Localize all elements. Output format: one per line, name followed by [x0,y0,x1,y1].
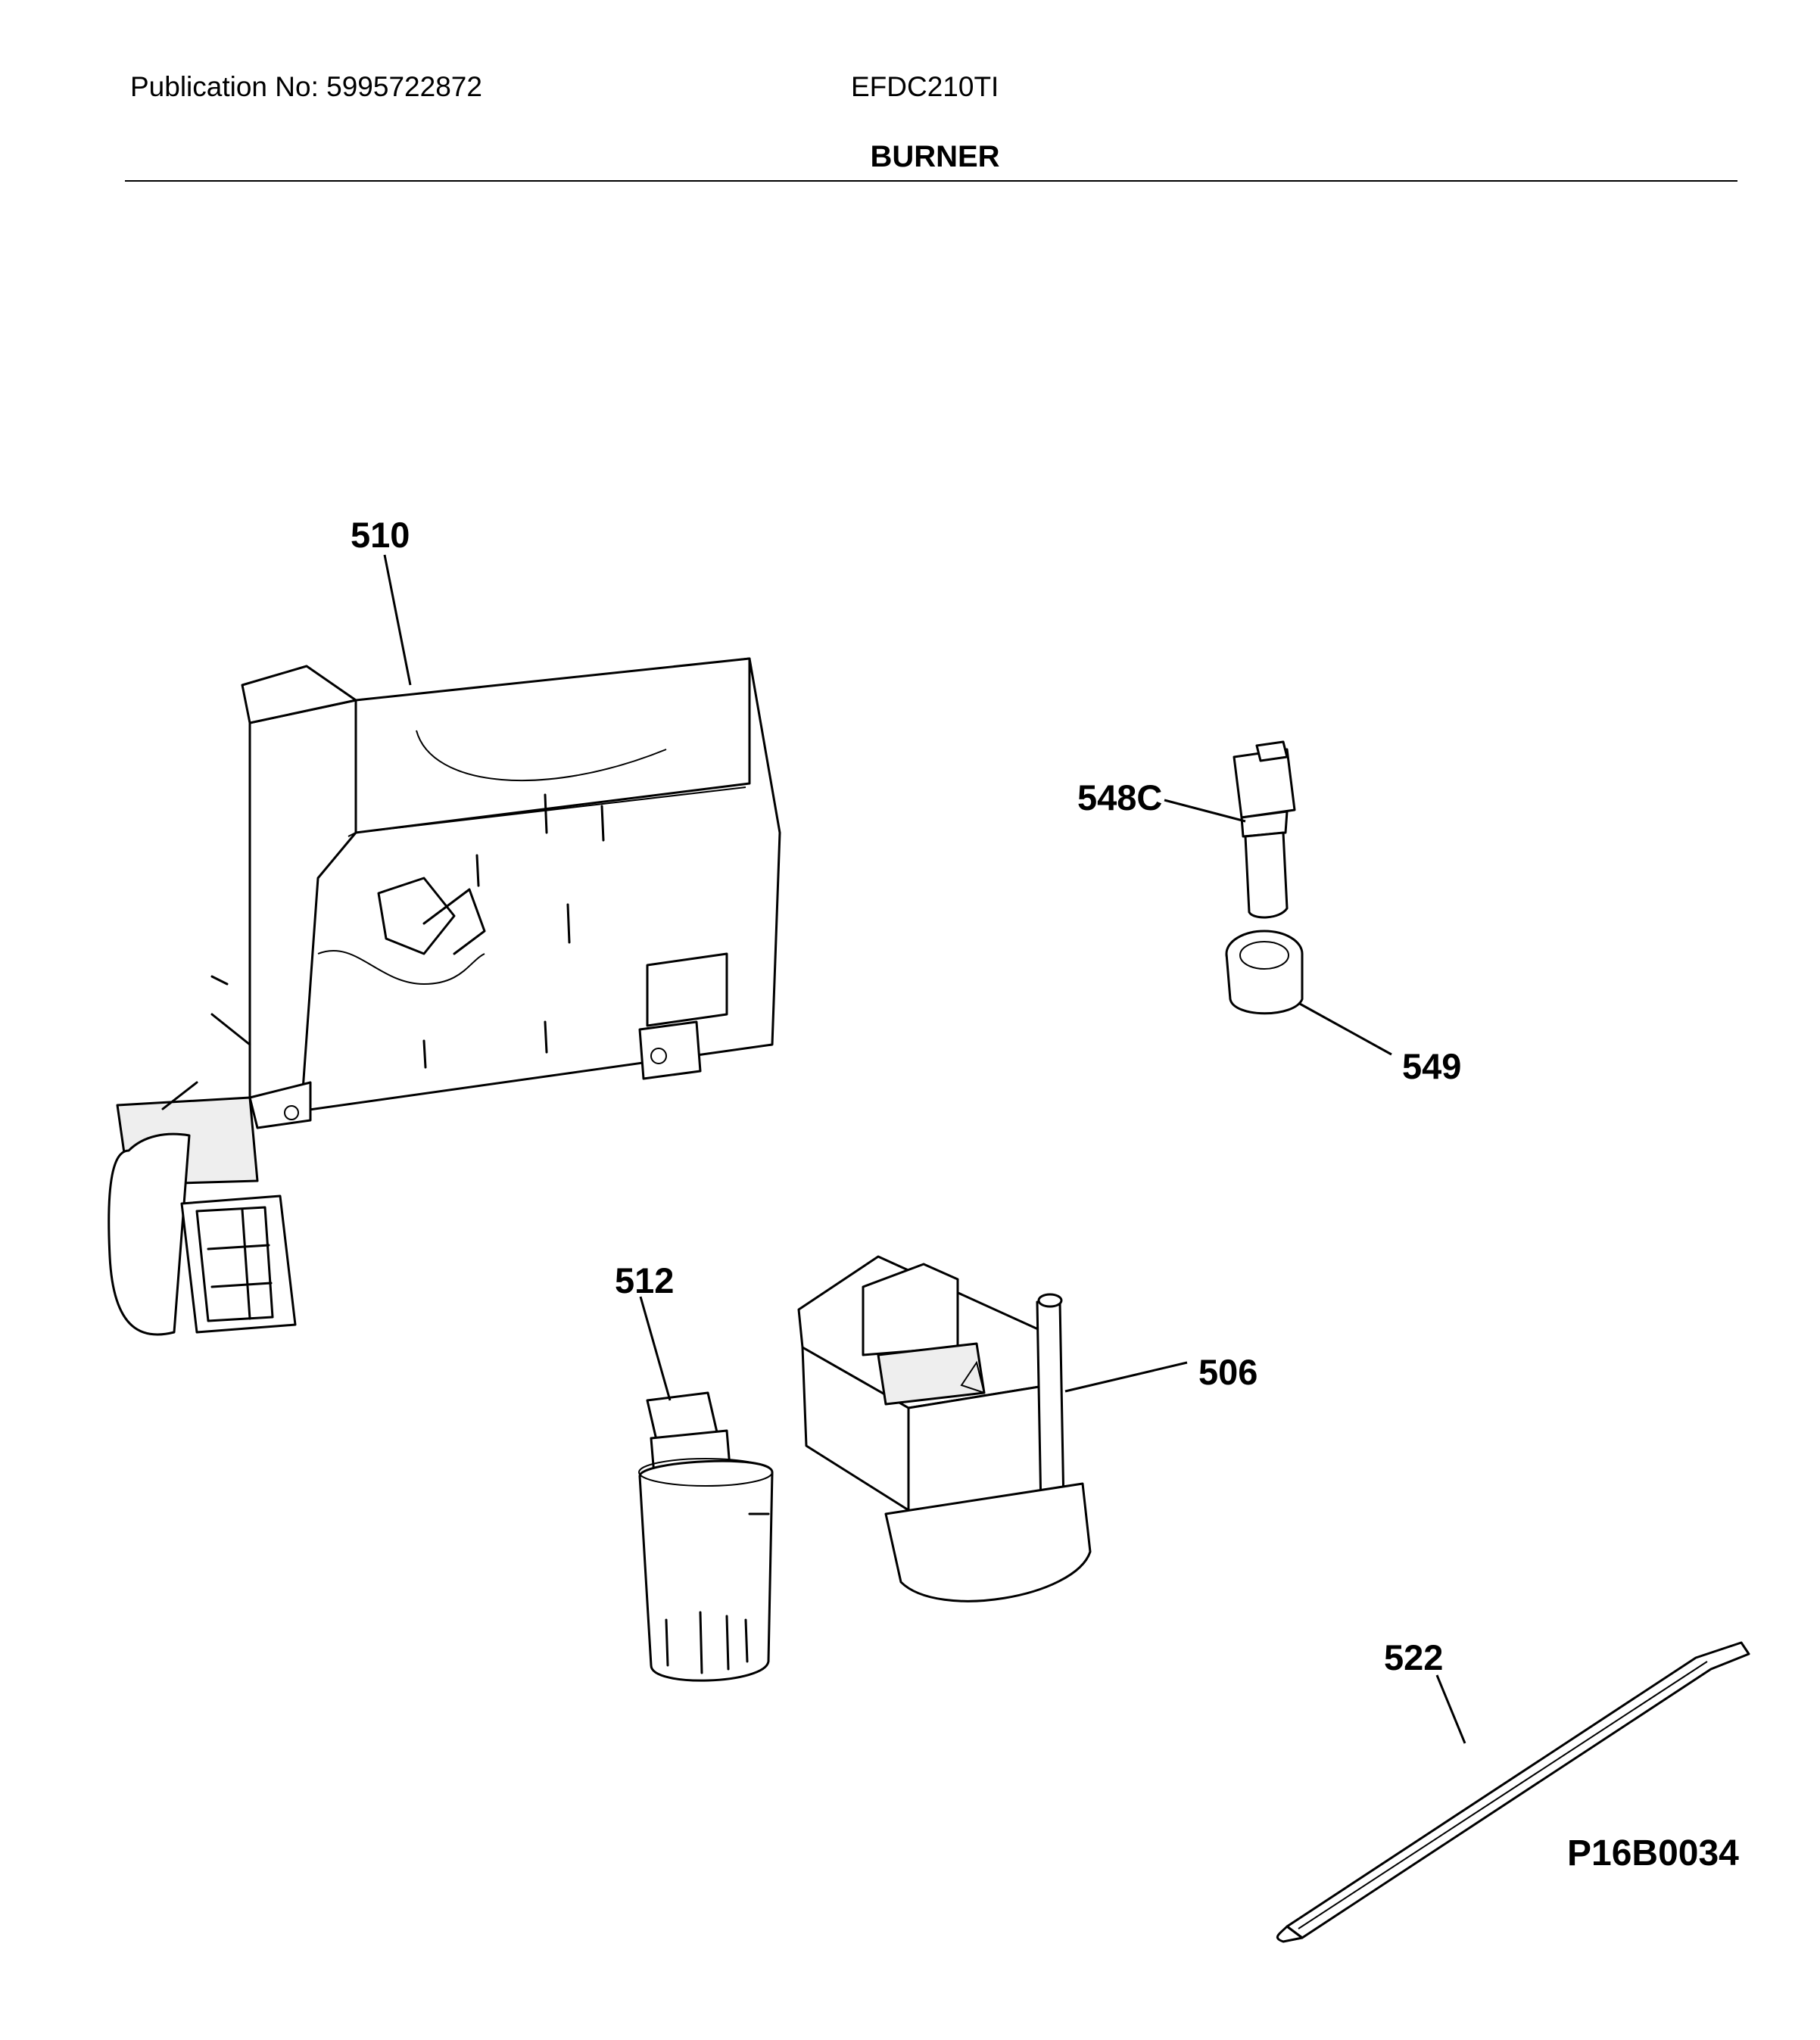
leader-510 [383,554,412,686]
part-506-valve[interactable] [797,1255,1092,1602]
model-number: EFDC210TI [851,71,999,102]
callout-506: 506 [1198,1352,1258,1392]
drawing-code: P16B0034 [1567,1833,1739,1873]
part-522-strip[interactable] [1276,1641,1750,1943]
leader-506 [1064,1361,1188,1393]
leader-512 [639,1296,672,1401]
leader-549 [1298,1001,1392,1056]
part-548c-sensor[interactable] [1233,740,1296,919]
leader-548c [1164,799,1246,823]
header-rule [125,180,1737,182]
callout-522: 522 [1384,1637,1444,1677]
callout-549: 549 [1402,1046,1462,1086]
publication-number: Publication No: 5995722872 [130,71,482,102]
part-549-grommet[interactable] [1225,930,1304,1015]
callout-548c: 548C [1077,777,1163,818]
callout-510: 510 [351,515,410,555]
leader-522 [1435,1674,1466,1744]
part-510-burner-assembly[interactable] [108,657,781,1336]
page-title: BURNER [870,140,1000,173]
callout-512: 512 [615,1260,675,1300]
part-512-sensor[interactable] [638,1391,774,1682]
